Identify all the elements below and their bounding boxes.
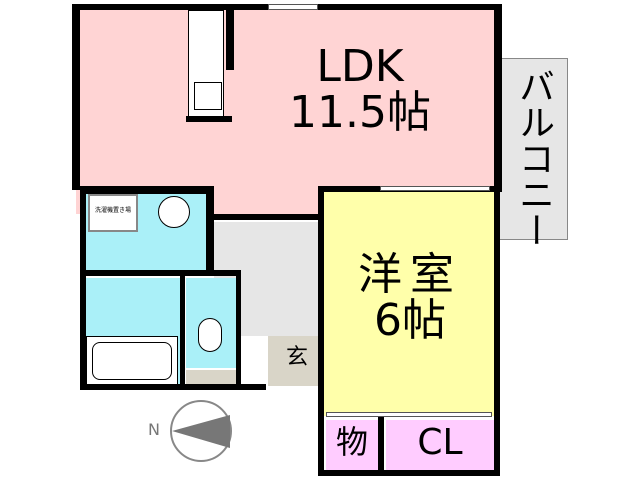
entrance — [268, 336, 320, 386]
toilet-icon — [198, 318, 222, 352]
western-room — [324, 190, 496, 416]
ldk-name: LDK — [316, 41, 404, 92]
laundry-space — [88, 194, 138, 232]
ldk-size: 11.5帖 — [289, 87, 431, 139]
bathtub-inner — [92, 342, 172, 380]
western-room-name: 洋室 — [358, 249, 462, 300]
entrance-label: 玄 — [285, 345, 308, 370]
balcony — [498, 58, 568, 240]
storage-label: 物 — [335, 423, 368, 461]
storage-room — [326, 420, 378, 472]
washbasin-icon — [158, 196, 190, 228]
ldk-label: LDK 11.5帖 — [270, 41, 450, 139]
western-room-label: 洋室 6帖 — [340, 249, 480, 347]
closet-room — [386, 420, 494, 472]
toilet-shelf — [186, 370, 236, 384]
closet-label: CL — [417, 422, 463, 463]
bathtub-icon — [86, 336, 178, 386]
balcony-label: バルコニー — [513, 68, 554, 248]
laundry-space-label: 洗濯機置き場 — [94, 207, 131, 214]
ldk-room — [76, 6, 496, 214]
western-room-size: 6帖 — [374, 295, 446, 347]
stove-icon — [194, 82, 222, 110]
compass-north-label: N — [148, 420, 160, 439]
compass-icon — [170, 400, 232, 462]
